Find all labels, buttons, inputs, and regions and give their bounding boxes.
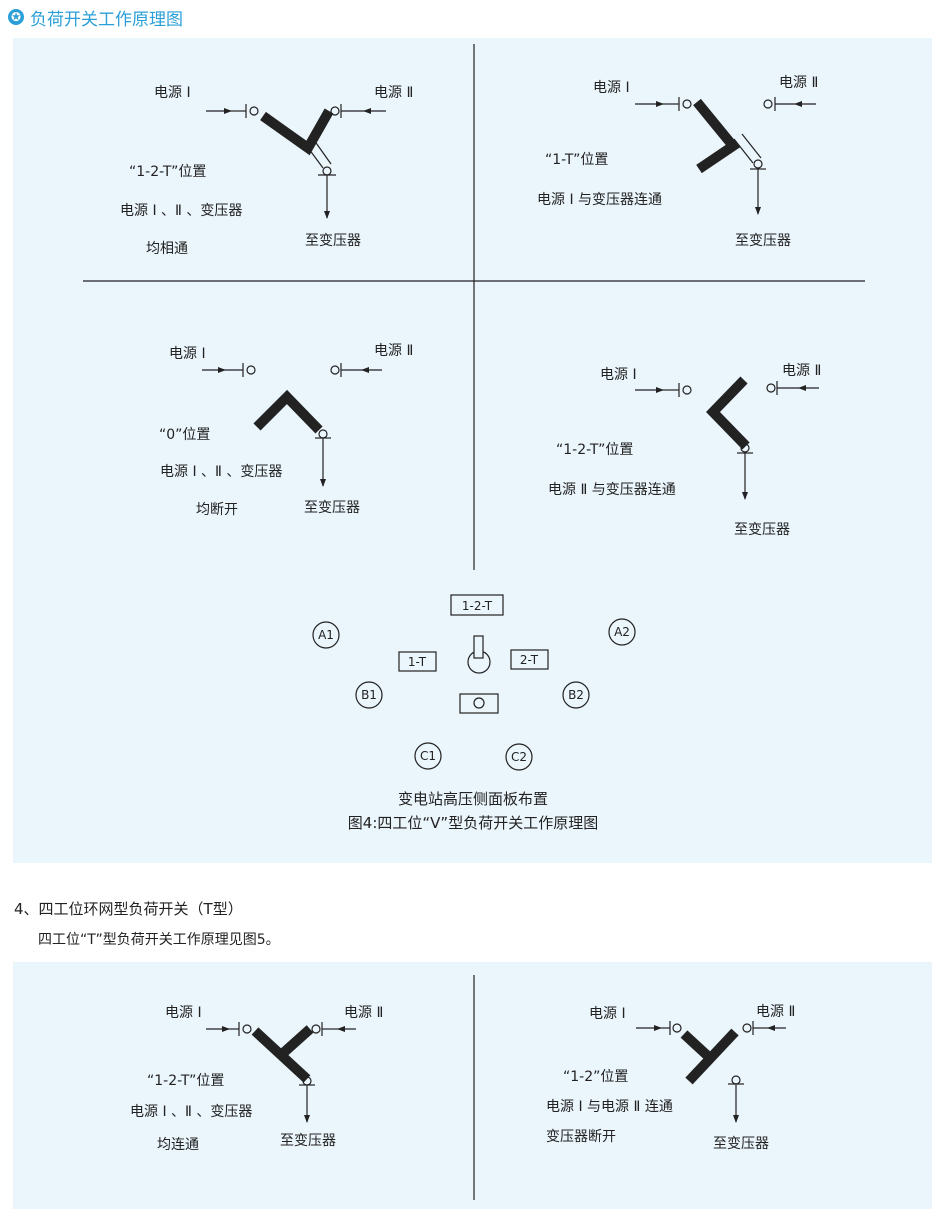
t-right-desc-line2: 变压器断开 <box>546 1129 616 1145</box>
t-right-position-label: “1-2”位置 <box>563 1069 628 1085</box>
terminal-b2-label: B2 <box>568 688 584 702</box>
t-left-source1-label: 电源 Ⅰ <box>165 1005 202 1021</box>
q2-position-label: “1-T”位置 <box>545 152 608 168</box>
terminal-a1-label: A1 <box>318 628 334 642</box>
terminal-b1 <box>355 681 383 709</box>
q1-desc-line2: 均相通 <box>146 241 188 257</box>
q2-desc-line1: 电源 Ⅰ 与变压器连通 <box>537 192 662 208</box>
section-header: ✪ 负荷开关工作原理图 <box>8 4 183 30</box>
star-circle-icon: ✪ <box>8 9 24 25</box>
q3-desc-line1: 电源 Ⅰ 、Ⅱ 、变压器 <box>160 464 282 480</box>
q4-desc-line1: 电源 Ⅱ 与变压器连通 <box>548 482 676 498</box>
lock-box <box>459 693 499 714</box>
t-left-desc-line2: 均连通 <box>157 1137 199 1153</box>
terminal-a2-label: A2 <box>614 625 630 639</box>
q3-source1-label: 电源 Ⅰ <box>169 346 206 362</box>
q3-diagram: 电源 Ⅰ 电源 Ⅱ “0”位置 电源 Ⅰ 、Ⅱ 、变压器 均断开 至变压器 <box>159 343 413 518</box>
t-left-diagram: 电源 Ⅰ 电源 Ⅱ “1-2-T”位置 电源 Ⅰ 、Ⅱ 、变压器 均连通 至变压… <box>130 1005 383 1153</box>
t-left-to-transformer: 至变压器 <box>280 1133 336 1149</box>
box-2-t-label: 2-T <box>520 653 539 667</box>
q3-desc-line2: 均断开 <box>196 502 238 518</box>
q4-source1-label: 电源 Ⅰ <box>600 367 637 383</box>
t-left-source2-label: 电源 Ⅱ <box>344 1005 383 1021</box>
q2-diagram: 电源 Ⅰ 电源 Ⅱ “1-T”位置 电源 Ⅰ 与变压器连通 至变压器 <box>537 75 818 249</box>
terminal-a1 <box>312 621 340 649</box>
terminal-b1-label: B1 <box>361 688 377 702</box>
t-right-source2-label: 电源 Ⅱ <box>756 1004 795 1020</box>
box-1-2-t-label: 1-2-T <box>462 599 493 613</box>
header-title: 负荷开关工作原理图 <box>30 9 183 30</box>
q3-position-label: “0”位置 <box>159 427 210 443</box>
box-1-t-label: 1-T <box>408 655 427 669</box>
figure5-panel: 电源 Ⅰ 电源 Ⅱ “1-2-T”位置 电源 Ⅰ 、Ⅱ 、变压器 均连通 至变压… <box>13 962 932 1209</box>
t-right-to-transformer: 至变压器 <box>713 1136 769 1152</box>
t-left-position-label: “1-2-T”位置 <box>147 1073 224 1089</box>
terminal-c2-label: C2 <box>511 750 527 764</box>
q1-source1-label: 电源 Ⅰ <box>154 85 191 101</box>
q3-to-transformer: 至变压器 <box>304 500 360 516</box>
q1-desc-line1: 电源 Ⅰ 、Ⅱ 、变压器 <box>120 203 242 219</box>
section-description: 四工位“T”型负荷开关工作原理见图5。 <box>38 932 280 948</box>
section-heading: 4、四工位环网型负荷开关（T型） <box>14 900 243 918</box>
q4-position-label: “1-2-T”位置 <box>556 442 633 458</box>
figure4-panel: 电源 Ⅰ 电源 Ⅱ “1-2-T”位置 电源 Ⅰ 、Ⅱ 、变压器 均相通 至变压… <box>13 38 932 863</box>
terminal-c2 <box>505 743 533 771</box>
q2-source1-label: 电源 Ⅰ <box>593 80 630 96</box>
box-1-2-t <box>450 594 504 616</box>
q1-source2-label: 电源 Ⅱ <box>374 85 413 101</box>
q4-source2-label: 电源 Ⅱ <box>782 363 821 379</box>
q3-source2-label: 电源 Ⅱ <box>374 343 413 359</box>
figure5-diagram: 电源 Ⅰ 电源 Ⅱ “1-2-T”位置 电源 Ⅰ 、Ⅱ 、变压器 均连通 至变压… <box>130 975 795 1200</box>
selector-handle <box>473 635 484 659</box>
q1-position-label: “1-2-T”位置 <box>129 164 206 180</box>
terminal-a2 <box>608 618 636 646</box>
q4-diagram: 电源 Ⅰ 电源 Ⅱ “1-2-T”位置 电源 Ⅱ 与变压器连通 至变压器 <box>548 363 821 538</box>
q1-to-transformer: 至变压器 <box>305 233 361 249</box>
q2-source2-label: 电源 Ⅱ <box>779 75 818 91</box>
box-1-t <box>398 651 437 672</box>
substation-panel-layout: 1-2-T 1-T 2-T A1 A2 B1 B2 C1 C2 变电站高压侧面板… <box>312 594 636 832</box>
q4-to-transformer: 至变压器 <box>734 522 790 538</box>
terminal-c1 <box>414 742 442 770</box>
figure4-caption: 图4:四工位“V”型负荷开关工作原理图 <box>348 814 598 832</box>
panel-layout-title: 变电站高压侧面板布置 <box>398 790 548 808</box>
terminal-b2 <box>562 681 590 709</box>
figure4-diagram: 电源 Ⅰ 电源 Ⅱ “1-2-T”位置 电源 Ⅰ 、Ⅱ 、变压器 均相通 至变压… <box>83 44 865 832</box>
q2-to-transformer: 至变压器 <box>735 233 791 249</box>
t-right-source1-label: 电源 Ⅰ <box>589 1006 626 1022</box>
t-right-diagram: 电源 Ⅰ 电源 Ⅱ “1-2”位置 电源 Ⅰ 与电源 Ⅱ 连通 变压器断开 至变… <box>546 1004 795 1152</box>
q1-diagram: 电源 Ⅰ 电源 Ⅱ “1-2-T”位置 电源 Ⅰ 、Ⅱ 、变压器 均相通 至变压… <box>120 85 413 257</box>
t-right-desc-line1: 电源 Ⅰ 与电源 Ⅱ 连通 <box>546 1099 673 1115</box>
t-left-desc-line1: 电源 Ⅰ 、Ⅱ 、变压器 <box>130 1104 252 1120</box>
terminal-c1-label: C1 <box>420 749 436 763</box>
box-2-t <box>510 649 549 670</box>
